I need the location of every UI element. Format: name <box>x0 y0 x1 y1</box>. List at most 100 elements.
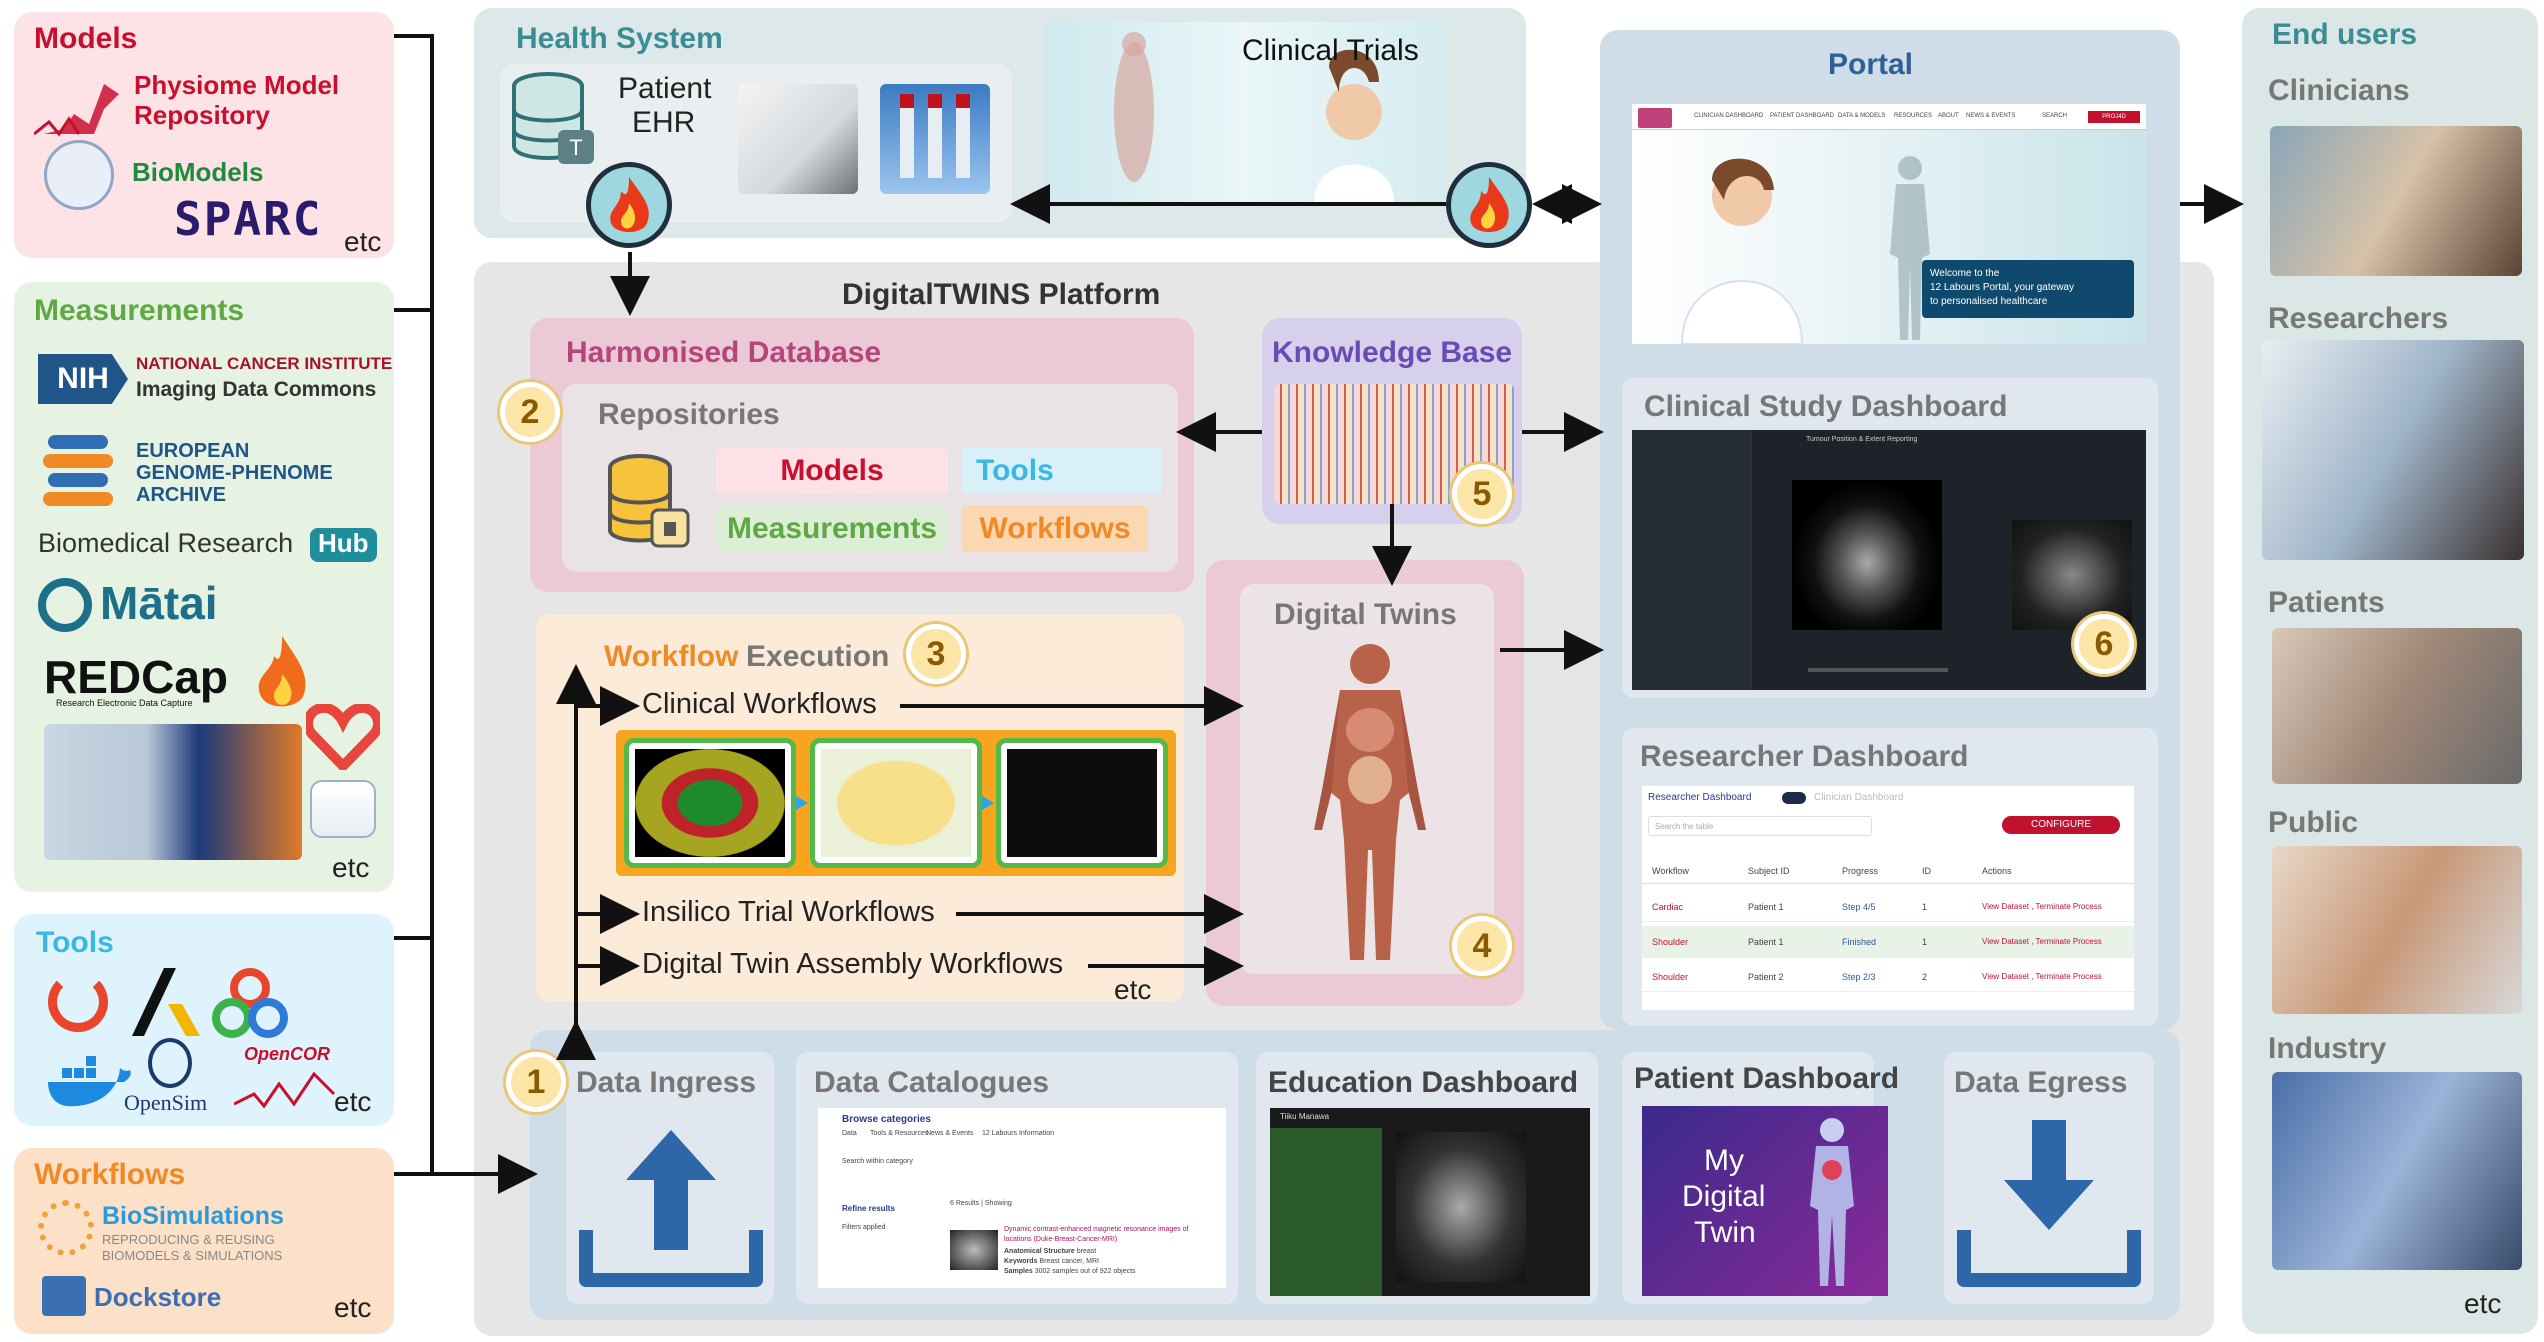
catalogue-screenshot: Browse categories Data Tools & Resources… <box>818 1108 1226 1288</box>
row2-id: 1 <box>1922 937 1928 947</box>
download-icon <box>1954 1120 2144 1290</box>
opencor-label: OpenCOR <box>244 1044 331 1064</box>
tools-panel: Tools OpenSim OpenCOR etc <box>14 914 394 1126</box>
portal-welcome-box: Welcome to the 12 Labours Portal, your g… <box>1922 260 2134 318</box>
portal-nav-button[interactable]: PROJ4D <box>2088 111 2140 123</box>
configure-button[interactable]: CONFIGURE <box>2002 816 2120 834</box>
pmr-logo <box>34 64 134 144</box>
portal-nav-5[interactable]: ABOUT <box>1938 113 1959 119</box>
workflows-panel: Workflows BioSimulations REPRODUCING & R… <box>14 1148 394 1334</box>
workflow-clinical: Clinical Workflows <box>642 688 877 720</box>
dockstore-label: Dockstore <box>94 1282 222 1312</box>
hub-badge: Hub <box>310 528 377 562</box>
repository-db-icon <box>604 452 694 552</box>
col-progress[interactable]: Progress <box>1842 866 1879 876</box>
education-title: Education Dashboard <box>1268 1066 1579 1099</box>
catalogue-result-title-2[interactable]: locations (Duke-Breast-Cancer-MRI) <box>1004 1236 1118 1243</box>
catalogue-meta-1: Anatomical Structure breast <box>1004 1248 1097 1255</box>
catalogue-results: 6 Results | Showing <box>950 1200 1012 1207</box>
data-ingress-title: Data Ingress <box>576 1066 757 1099</box>
nci-line1: NATIONAL CANCER INSTITUTE <box>136 354 393 373</box>
patient-dashboard-title: Patient Dashboard <box>1634 1062 1900 1095</box>
catalogue-tab-2[interactable]: Tools & Resources <box>870 1130 929 1137</box>
my-twin-line3: Twin <box>1694 1216 1756 1249</box>
row2-progress[interactable]: Finished <box>1842 937 1877 947</box>
ega-logo <box>38 430 128 520</box>
clinicians-photo <box>2270 126 2522 276</box>
biosim-sub2: BIOMODELS & SIMULATIONS <box>102 1248 283 1263</box>
nih-logo: NIH <box>38 354 128 404</box>
portal-nav-1[interactable]: CLINICIAN DASHBOARD <box>1694 113 1764 119</box>
portal-navbar <box>1632 104 2146 130</box>
researcher-toggle-switch[interactable] <box>1782 792 1806 804</box>
group-researchers: Researchers <box>2268 302 2449 335</box>
portal-nav-4[interactable]: RESOURCES <box>1894 113 1933 119</box>
researcher-toggle-on[interactable]: Researcher Dashboard <box>1648 792 1752 803</box>
row2-actions[interactable]: View Dataset , Terminate Process <box>1982 937 2102 946</box>
patients-photo <box>2272 628 2522 784</box>
chip-measurements: Measurements <box>716 506 948 552</box>
row1-actions[interactable]: View Dataset , Terminate Process <box>1982 902 2102 911</box>
researcher-toggle-off[interactable]: Clinician Dashboard <box>1814 792 1904 803</box>
platform-title: DigitalTWINS Platform <box>842 278 1161 311</box>
catalogue-tab-1[interactable]: Data <box>842 1130 857 1137</box>
workflows-etc: etc <box>334 1292 372 1323</box>
portal-nav-7[interactable]: SEARCH <box>2042 113 2068 119</box>
my-twin-figure <box>1802 1116 1862 1288</box>
portal-nav-3[interactable]: DATA & MODELS <box>1838 113 1886 119</box>
biosim-sub1: REPRODUCING & REUSING <box>102 1232 275 1247</box>
portal-logo[interactable] <box>1638 108 1672 128</box>
chip-workflows: Workflows <box>962 506 1148 552</box>
col-subject[interactable]: Subject ID <box>1748 866 1790 876</box>
biosim-label: BioSimulations <box>102 1202 284 1230</box>
portal-nav-2[interactable]: PATIENT DASHBOARD <box>1770 113 1835 119</box>
catalogue-tab-4[interactable]: 12 Labours Information <box>982 1130 1054 1137</box>
researchers-photo <box>2262 340 2524 560</box>
health-system-title: Health System <box>516 22 723 55</box>
table-row <box>1642 892 2134 922</box>
workflow-step-3 <box>996 738 1168 868</box>
fhir-icon-trials <box>1446 162 1532 248</box>
clinical-progress-bar[interactable] <box>1808 668 1948 672</box>
workflow-exec-title-1: Workflow <box>604 640 739 673</box>
measurements-title: Measurements <box>34 294 245 327</box>
researcher-search-placeholder: Search the table <box>1655 822 1714 831</box>
row1-workflow: Cardiac <box>1652 902 1684 912</box>
col-id[interactable]: ID <box>1922 866 1931 876</box>
group-industry: Industry <box>2268 1032 2387 1065</box>
ega-line3: ARCHIVE <box>136 484 227 506</box>
ehr-line2: EHR <box>632 106 696 139</box>
tool-logo-2-icon <box>124 964 204 1040</box>
portal-nav-6[interactable]: NEWS & EVENTS <box>1966 113 2016 119</box>
my-digital-twin-tile[interactable]: My Digital Twin <box>1642 1106 1888 1296</box>
col-actions: Actions <box>1982 866 2012 876</box>
body-anatomy-image <box>1300 640 1440 970</box>
data-egress-title: Data Egress <box>1954 1066 2128 1099</box>
database-icon: T <box>508 70 598 170</box>
opencor-icon <box>234 1064 344 1110</box>
docker-icon <box>44 1054 134 1110</box>
dockstore-icon <box>42 1276 86 1316</box>
my-twin-line2: Digital <box>1682 1180 1766 1213</box>
workflow-etc: etc <box>1114 974 1152 1005</box>
matai-icon <box>38 578 92 632</box>
clinical-mri-main <box>1792 480 1942 630</box>
badge-1: 1 <box>506 1052 566 1112</box>
catalogue-search[interactable]: Search within category <box>842 1158 913 1165</box>
row1-subject: Patient 1 <box>1748 902 1784 912</box>
researcher-search[interactable]: Search the table <box>1648 816 1872 836</box>
repositories-title: Repositories <box>598 398 780 431</box>
row1-progress[interactable]: Step 4/5 <box>1842 902 1876 912</box>
education-user: Tiiku Manawa <box>1280 1112 1330 1121</box>
row3-actions[interactable]: View Dataset , Terminate Process <box>1982 972 2102 981</box>
catalogue-result-title-1[interactable]: Dynamic contrast-enhanced magnetic reson… <box>1004 1226 1189 1233</box>
row3-progress[interactable]: Step 2/3 <box>1842 972 1876 982</box>
health-system-gap <box>1526 8 1566 262</box>
group-patients: Patients <box>2268 586 2385 619</box>
col-workflow[interactable]: Workflow <box>1652 866 1689 876</box>
redcap-sub: Research Electronic Data Capture <box>56 698 193 708</box>
models-panel: Models Physiome Model Repository BioMode… <box>14 12 394 258</box>
svg-text:T: T <box>569 135 582 160</box>
catalogue-tab-3[interactable]: News & Events <box>926 1130 974 1137</box>
table-row <box>1642 962 2134 992</box>
